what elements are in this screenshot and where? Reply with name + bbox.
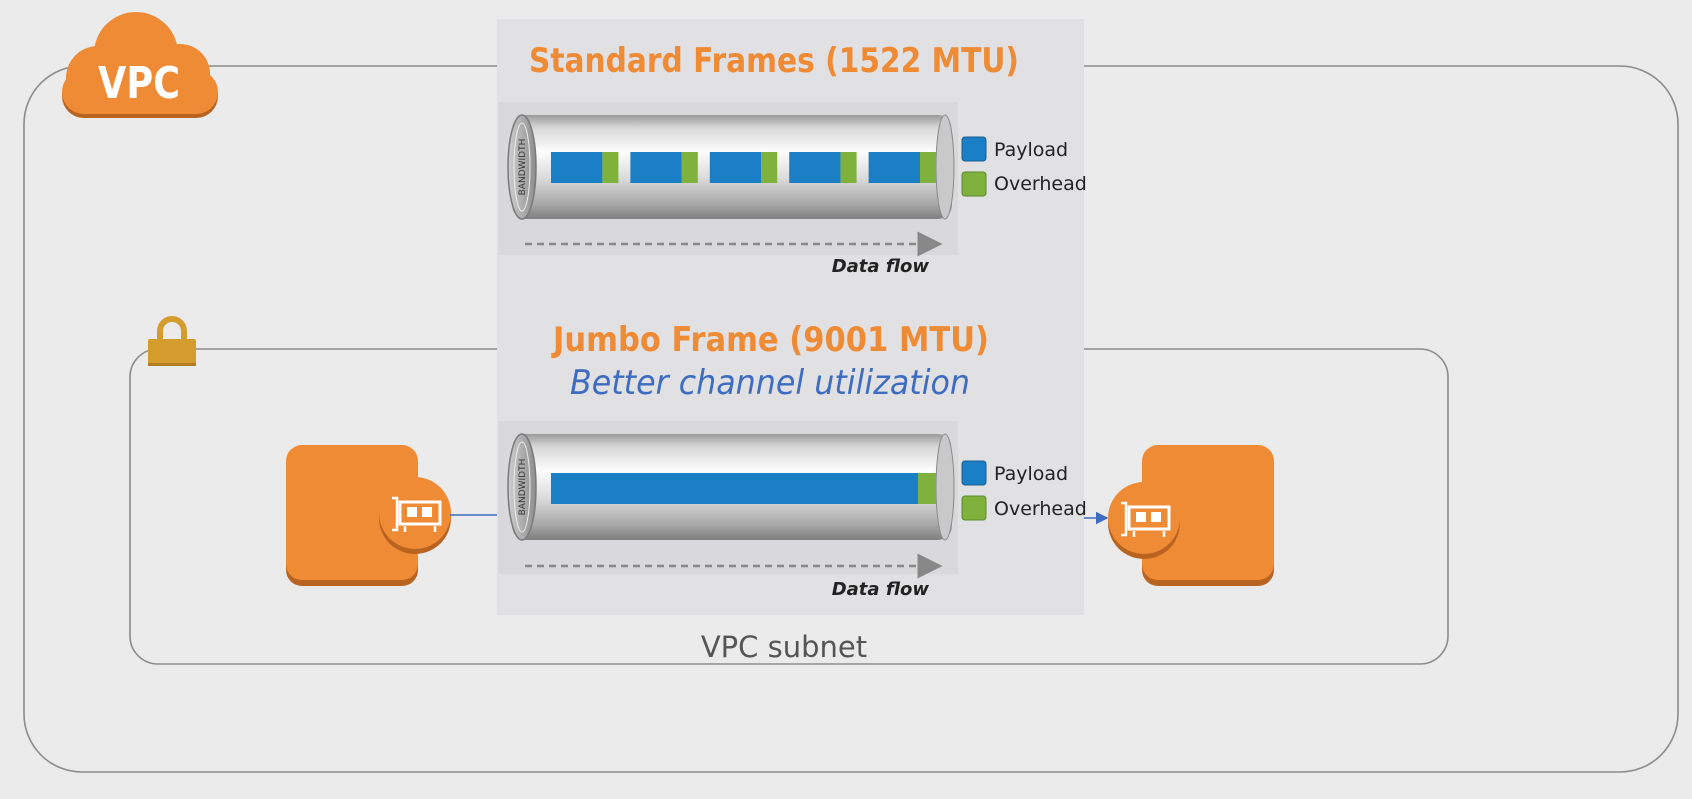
payload-block — [709, 152, 762, 183]
jumbo-bandwidth-tube: BANDWIDTH — [507, 433, 955, 541]
standard-legend: Payload Overhead — [961, 136, 1087, 197]
overhead-block — [602, 152, 619, 183]
overhead-block — [840, 152, 857, 183]
overhead-swatch — [961, 171, 987, 197]
jumbo-frame-subtitle: Better channel utilization — [570, 363, 970, 403]
payload-block — [868, 152, 920, 183]
payload-swatch — [961, 460, 987, 486]
overhead-block — [918, 473, 936, 504]
payload-block — [551, 473, 918, 504]
jumbo-legend: Payload Overhead — [961, 460, 1087, 521]
standard-bandwidth-tube: BANDWIDTH — [507, 114, 955, 220]
vpc-label: VPC — [98, 58, 180, 109]
payload-block — [630, 152, 682, 183]
ec2-instance-right — [1108, 445, 1274, 586]
jumbo-frames-group — [551, 473, 936, 504]
standard-tube-label: BANDWIDTH — [518, 139, 528, 196]
ec2-instance-left — [286, 445, 451, 586]
payload-legend-label: Payload — [994, 463, 1068, 485]
overhead-block — [681, 152, 698, 183]
standard-frames-group — [551, 152, 936, 183]
payload-block — [789, 152, 841, 183]
standard-frames-title: Standard Frames (1522 MTU) — [529, 41, 1019, 81]
overhead-swatch — [961, 495, 987, 521]
jumbo-frame-title: Jumbo Frame (9001 MTU) — [551, 320, 989, 360]
overhead-legend-label: Overhead — [994, 173, 1087, 195]
payload-swatch — [961, 136, 987, 162]
network-interface-icon — [1108, 482, 1180, 559]
jumbo-data-flow-label: Data flow — [832, 579, 930, 600]
overhead-block — [920, 152, 936, 183]
network-interface-icon — [379, 477, 451, 554]
jumbo-tube-label: BANDWIDTH — [518, 459, 528, 516]
payload-legend-label: Payload — [994, 139, 1068, 161]
vpc-cloud-shape — [62, 12, 218, 114]
payload-block — [551, 152, 603, 183]
lock-icon — [148, 316, 196, 366]
overhead-legend-label: Overhead — [994, 498, 1087, 520]
overhead-block — [761, 152, 778, 183]
vpc-cloud-icon: VPC — [62, 12, 218, 118]
standard-data-flow-label: Data flow — [832, 256, 930, 277]
subnet-label: VPC subnet — [701, 630, 867, 664]
